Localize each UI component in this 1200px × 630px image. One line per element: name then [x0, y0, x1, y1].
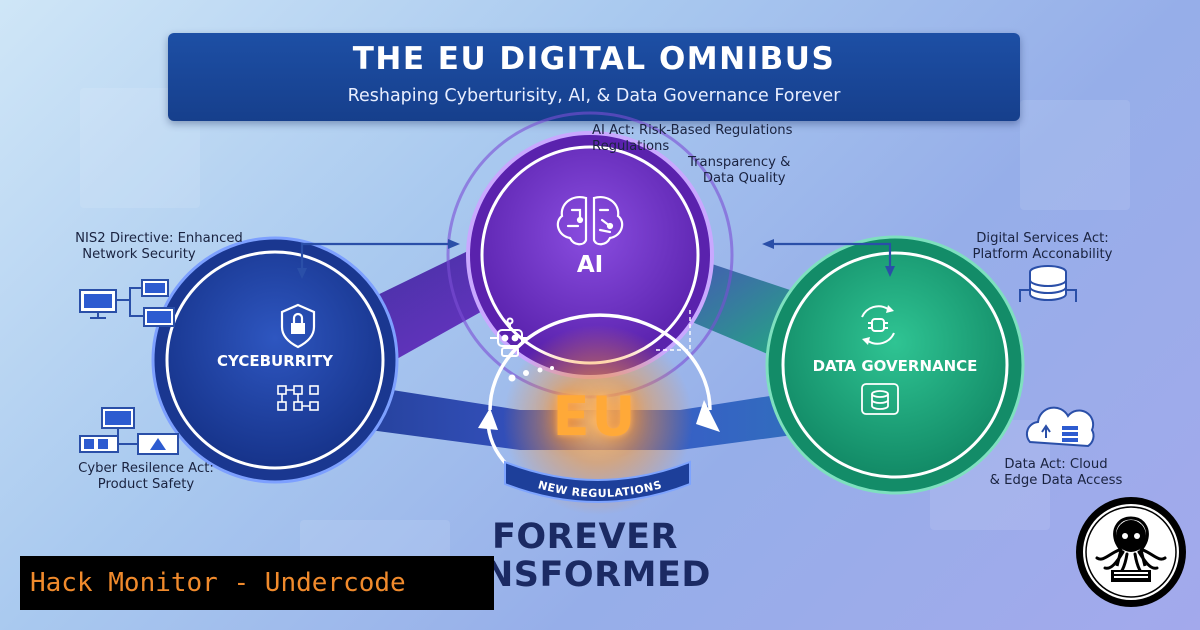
transparency-annotation: Transparency & Data Quality [688, 155, 791, 186]
eu-logo-text: EU [552, 385, 638, 448]
dsa-annotation: Digital Services Act: Platform Acconabil… [972, 231, 1113, 262]
connector-left [300, 242, 452, 272]
cloud-icon [1025, 406, 1095, 448]
page-subtitle: Reshaping Cyberturisity, AI, & Data Gove… [347, 86, 841, 106]
cycle-arrow-head [696, 400, 720, 432]
shield-lock-icon [280, 303, 316, 349]
page-title: THE EU DIGITAL OMNIBUS [352, 41, 836, 77]
robot-icon [490, 317, 530, 357]
nis2-annotation: NIS2 Directive: Enhanced Network Securit… [75, 231, 243, 262]
footer-line-1: FOREVER [492, 517, 678, 557]
dashed-connector [655, 310, 691, 351]
cyber-node-label: CYCEBURRITY [217, 352, 333, 370]
eu-glow [503, 325, 693, 515]
data-node-label: DATA GOVERNANCE [812, 357, 978, 375]
brain-icon [556, 196, 624, 246]
cra-annotation: Cyber Resilence Act: Product Safety [78, 461, 214, 492]
gear-icon [861, 305, 895, 345]
brand-banner: Hack Monitor - Undercode [20, 556, 494, 610]
new-regulations-ribbon [504, 460, 691, 503]
footer-line-2: NSFORMED [484, 555, 711, 595]
database-icon [1019, 265, 1077, 302]
ai-node-label: AI [576, 252, 604, 278]
data-node [781, 251, 1009, 479]
circuit-icon [277, 385, 319, 411]
cycle-arrow-left-head [478, 408, 498, 430]
cycle-arrow [488, 313, 712, 411]
cyber-node [165, 250, 385, 470]
footer-headline: FOREVER NSFORMED [484, 518, 844, 594]
data-act-annotation: Data Act: Cloud & Edge Data Access [989, 457, 1123, 488]
server-icon [861, 383, 899, 415]
octopus-logo-icon [1076, 497, 1186, 607]
ai-act-annotation: AI Act: Risk-Based Regulations Regulatio… [592, 123, 793, 154]
connector-right [770, 242, 892, 270]
devices-icon [79, 407, 179, 455]
title-banner: THE EU DIGITAL OMNIBUS Reshaping Cybertu… [168, 33, 1020, 121]
network-computers-icon [79, 279, 175, 327]
background-panel [1020, 100, 1130, 210]
